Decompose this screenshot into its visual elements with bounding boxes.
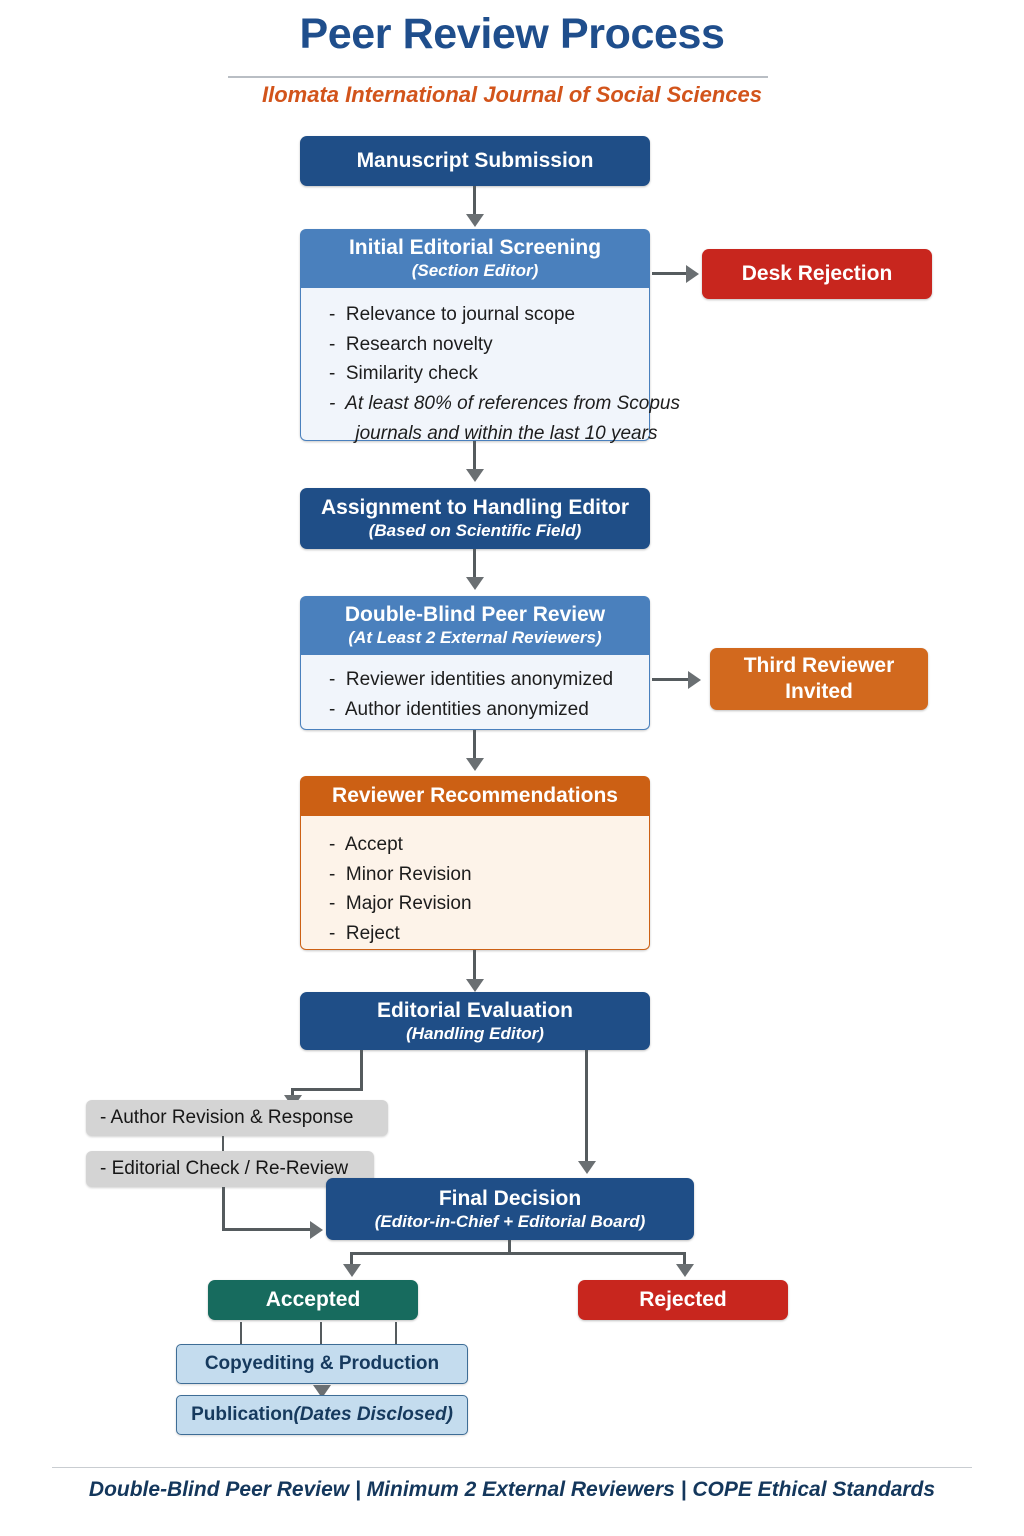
connector-recommendations-to-evaluation — [473, 950, 476, 983]
card-reviewer-recommendations[interactable]: Reviewer Recommendations - Accept - Mino… — [300, 776, 650, 950]
connector-to-rejected — [683, 1252, 686, 1268]
arrowhead-down — [466, 469, 484, 482]
connector-evaluation-left-across — [291, 1088, 363, 1091]
card-body: - Relevance to journal scope - Research … — [300, 288, 680, 444]
connector-screening-to-assignment — [473, 441, 476, 473]
connector-final-decision-split — [350, 1252, 686, 1255]
card-title: Reviewer Recommendations — [332, 784, 618, 807]
card-header: Initial Editorial Screening (Section Edi… — [300, 229, 650, 288]
list-item: - Accept — [329, 834, 403, 855]
node-third-reviewer-invited[interactable]: Third Reviewer Invited — [710, 648, 928, 710]
node-author-revision-response[interactable]: - Author Revision & Response — [86, 1100, 388, 1136]
list-item: - Minor Revision — [329, 863, 472, 885]
arrowhead-down — [466, 758, 484, 771]
connector-evaluation-left-drop — [291, 1088, 294, 1099]
connector-review-to-recommendations — [473, 730, 476, 762]
connector-accepted-tick-left — [240, 1322, 242, 1344]
node-sublabel: (Editor-in-Chief + Editorial Board) — [374, 1211, 646, 1231]
node-label: Copyediting & Production — [204, 1353, 440, 1374]
connector-final-decision-stem — [508, 1240, 511, 1254]
card-initial-editorial-screening[interactable]: Initial Editorial Screening (Section Edi… — [300, 229, 680, 444]
node-manuscript-submission[interactable]: Manuscript Submission — [300, 136, 650, 186]
node-label-line1: Third Reviewer — [743, 654, 895, 678]
node-assignment-handling-editor[interactable]: Assignment to Handling Editor (Based on … — [300, 488, 650, 549]
list-item: - Major Revision — [329, 893, 472, 915]
connector-review-to-third-reviewer — [652, 678, 690, 681]
node-label: Accepted — [265, 1288, 361, 1311]
node-label: Desk Rejection — [741, 262, 893, 285]
node-publication[interactable]: Publication (Dates Disclosed) — [176, 1395, 468, 1435]
connector-evaluation-left-down — [360, 1050, 363, 1090]
arrowhead-down — [466, 577, 484, 590]
footer-divider — [52, 1467, 972, 1468]
node-final-decision[interactable]: Final Decision (Editor-in-Chief + Editor… — [326, 1178, 694, 1240]
card-subtitle: (At Least 2 External Reviewers) — [348, 628, 602, 647]
connector-accepted-tick-center — [320, 1322, 322, 1344]
node-editorial-evaluation[interactable]: Editorial Evaluation (Handling Editor) — [300, 992, 650, 1050]
list-item: - At least 80% of references from Scopus… — [329, 392, 680, 444]
node-label: Manuscript Submission — [356, 149, 594, 172]
page-subtitle: Ilomata International Journal of Social … — [261, 82, 763, 107]
arrowhead-right — [686, 265, 699, 283]
connector-check-down — [222, 1187, 225, 1231]
arrowhead-down — [676, 1264, 694, 1277]
card-body: - Reviewer identities anonymized - Autho… — [300, 655, 650, 730]
connector-to-accepted — [350, 1252, 353, 1268]
node-sublabel: (Based on Scientific Field) — [368, 521, 582, 540]
node-accepted[interactable]: Accepted — [208, 1280, 418, 1320]
list-item: - Author identities anonymized — [329, 698, 589, 720]
page-title: Peer Review Process — [299, 10, 725, 58]
card-double-blind-peer-review[interactable]: Double-Blind Peer Review (At Least 2 Ext… — [300, 596, 650, 730]
arrowhead-down — [466, 979, 484, 992]
node-label-line2: Invited — [785, 680, 853, 703]
arrowhead-down — [343, 1264, 361, 1277]
node-label: Editorial Evaluation — [376, 998, 574, 1022]
card-header: Reviewer Recommendations — [300, 776, 650, 816]
connector-submission-to-screening — [473, 186, 476, 218]
arrowhead-down — [466, 214, 484, 227]
node-desk-rejection[interactable]: Desk Rejection — [702, 249, 932, 299]
list-item: - Relevance to journal scope — [329, 304, 576, 325]
node-label: - Editorial Check / Re-Review — [100, 1158, 349, 1179]
node-label: - Author Revision & Response — [100, 1107, 354, 1128]
list-item: - Research novelty — [329, 333, 493, 355]
node-label: Assignment to Handling Editor — [321, 496, 629, 519]
node-sublabel: (Handling Editor) — [406, 1023, 544, 1043]
node-rejected[interactable]: Rejected — [578, 1280, 788, 1320]
connector-check-across — [222, 1228, 312, 1231]
connector-evaluation-to-final-decision — [585, 1050, 588, 1165]
arrowhead-right — [310, 1221, 323, 1239]
node-copyediting-production[interactable]: Copyediting & Production — [176, 1344, 468, 1384]
node-sublabel: (Dates Disclosed) — [293, 1404, 453, 1425]
connector-assignment-to-review — [473, 549, 476, 581]
connector-accepted-tick-right — [395, 1322, 397, 1344]
card-title: Double-Blind Peer Review — [344, 603, 606, 626]
arrowhead-down — [578, 1161, 596, 1174]
card-subtitle: (Section Editor) — [411, 261, 539, 280]
node-label: Publication — [191, 1404, 294, 1425]
list-item: - Similarity check — [329, 363, 478, 385]
node-label: Rejected — [639, 1288, 727, 1311]
arrowhead-down — [313, 1385, 331, 1398]
card-body: - Accept - Minor Revision - Major Revisi… — [300, 816, 650, 950]
node-label: Final Decision — [438, 1186, 582, 1210]
list-item: - Reject — [329, 922, 400, 944]
connector-screening-to-desk-rejection — [652, 272, 688, 275]
footer-note: Double-Blind Peer Review | Minimum 2 Ext… — [88, 1478, 936, 1501]
card-header: Double-Blind Peer Review (At Least 2 Ext… — [300, 596, 650, 655]
title-divider — [228, 76, 768, 78]
arrowhead-right — [688, 671, 701, 689]
connector-author-revision-to-editorial-check — [222, 1136, 224, 1152]
card-title: Initial Editorial Screening — [348, 236, 602, 259]
list-item: - Reviewer identities anonymized — [329, 669, 614, 690]
